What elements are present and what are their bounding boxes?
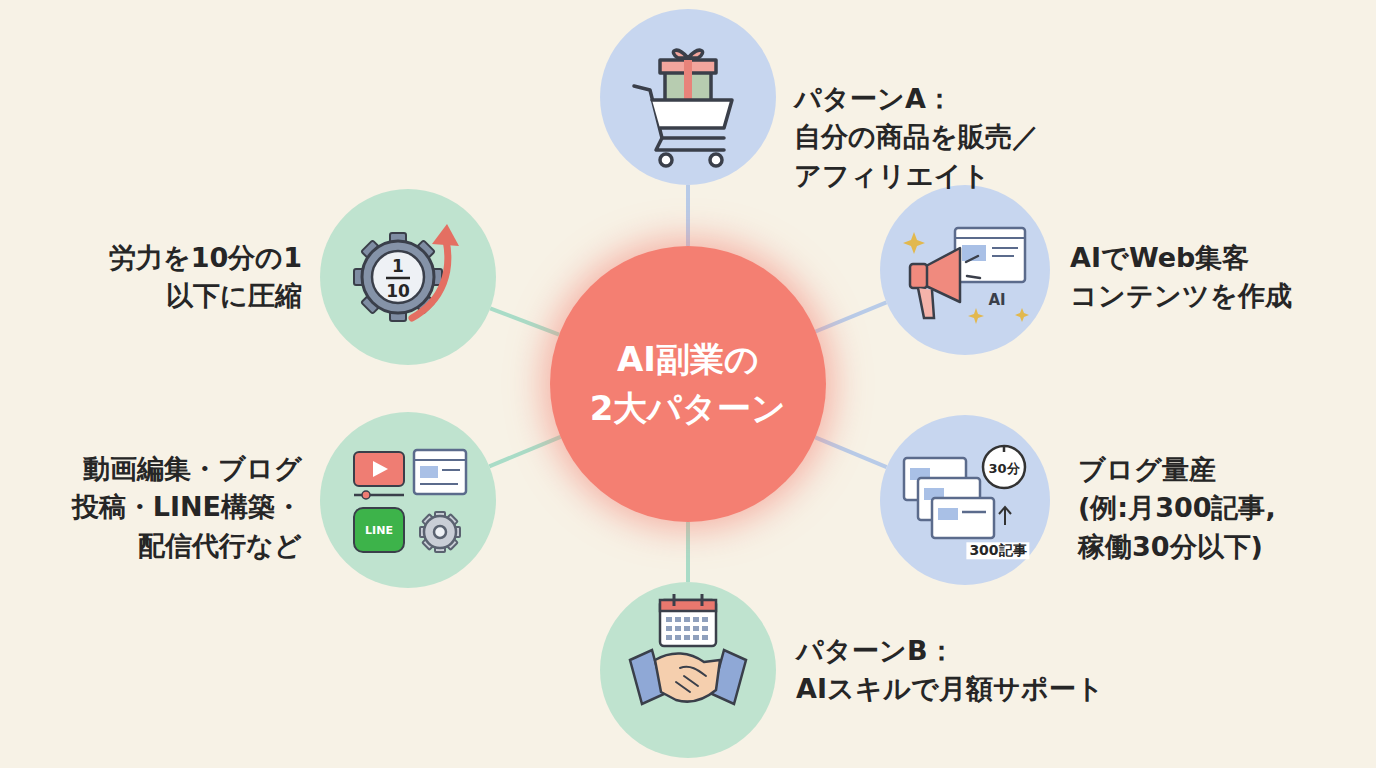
text-line: AIスキルで月額サポート xyxy=(796,670,1104,708)
icon-label: LINE xyxy=(365,525,393,537)
center-circle: AI副業の 2大パターン xyxy=(550,246,826,522)
topic-label: 動画編集・ブログ 投稿・LINE構築・ 配信代行など xyxy=(72,450,302,565)
connector-line xyxy=(815,437,886,467)
icon-label: 300記事 xyxy=(966,542,1029,559)
text-line: 投稿・LINE構築・ xyxy=(72,488,302,526)
text-line: AIでWeb集客 xyxy=(1070,239,1292,277)
topic-circle: 動画編集・ブログ 投稿・LINE構築・ 配信代行など xyxy=(320,412,496,588)
topic-circle: パターンA： 自分の商品を販売／ アフィリエイト xyxy=(600,9,776,185)
icon-label: 1 xyxy=(392,257,404,276)
text-line: アフィリエイト xyxy=(794,156,1039,194)
icon-label: AI xyxy=(988,292,1005,309)
text-line: 動画編集・ブログ xyxy=(72,450,302,488)
text-line: 労力を10分の1 xyxy=(109,239,302,277)
text-line: 稼働30分以下) xyxy=(1078,527,1276,565)
text-line: パターンB： xyxy=(796,632,1104,670)
topic-circle: 労力を10分の1 以下に圧縮 xyxy=(320,189,496,365)
connector-line xyxy=(490,308,559,334)
icon-label: 30分 xyxy=(988,462,1019,476)
text-line: 2大パターン xyxy=(590,384,787,433)
center-title: AI副業の 2大パターン xyxy=(590,335,787,434)
text-line: (例:月300記事, xyxy=(1078,489,1276,527)
text-line: 自分の商品を販売／ xyxy=(794,118,1039,156)
topic-label: ブログ量産 (例:月300記事, 稼働30分以下) xyxy=(1078,451,1276,566)
text-line: ブログ量産 xyxy=(1078,451,1276,489)
topic-circle: AIでWeb集客 コンテンツを作成 xyxy=(880,185,1050,355)
text-line: コンテンツを作成 xyxy=(1070,277,1292,315)
topic-circle: パターンB： AIスキルで月額サポート xyxy=(600,582,776,758)
connector-line xyxy=(686,185,690,246)
text-line: AI副業の xyxy=(590,335,787,384)
topic-label: 労力を10分の1 以下に圧縮 xyxy=(109,239,302,316)
text-line: パターンA： xyxy=(794,80,1039,118)
topic-label: パターンA： 自分の商品を販売／ アフィリエイト xyxy=(794,80,1039,195)
topic-label: AIでWeb集客 コンテンツを作成 xyxy=(1070,239,1292,316)
icon-label: 10 xyxy=(386,282,410,301)
text-line: 以下に圧縮 xyxy=(109,277,302,315)
connector-line xyxy=(686,522,690,582)
text-line: 配信代行など xyxy=(72,526,302,564)
connector-line xyxy=(816,302,887,331)
topic-label: パターンB： AIスキルで月額サポート xyxy=(796,632,1104,709)
connector-line xyxy=(489,437,560,467)
